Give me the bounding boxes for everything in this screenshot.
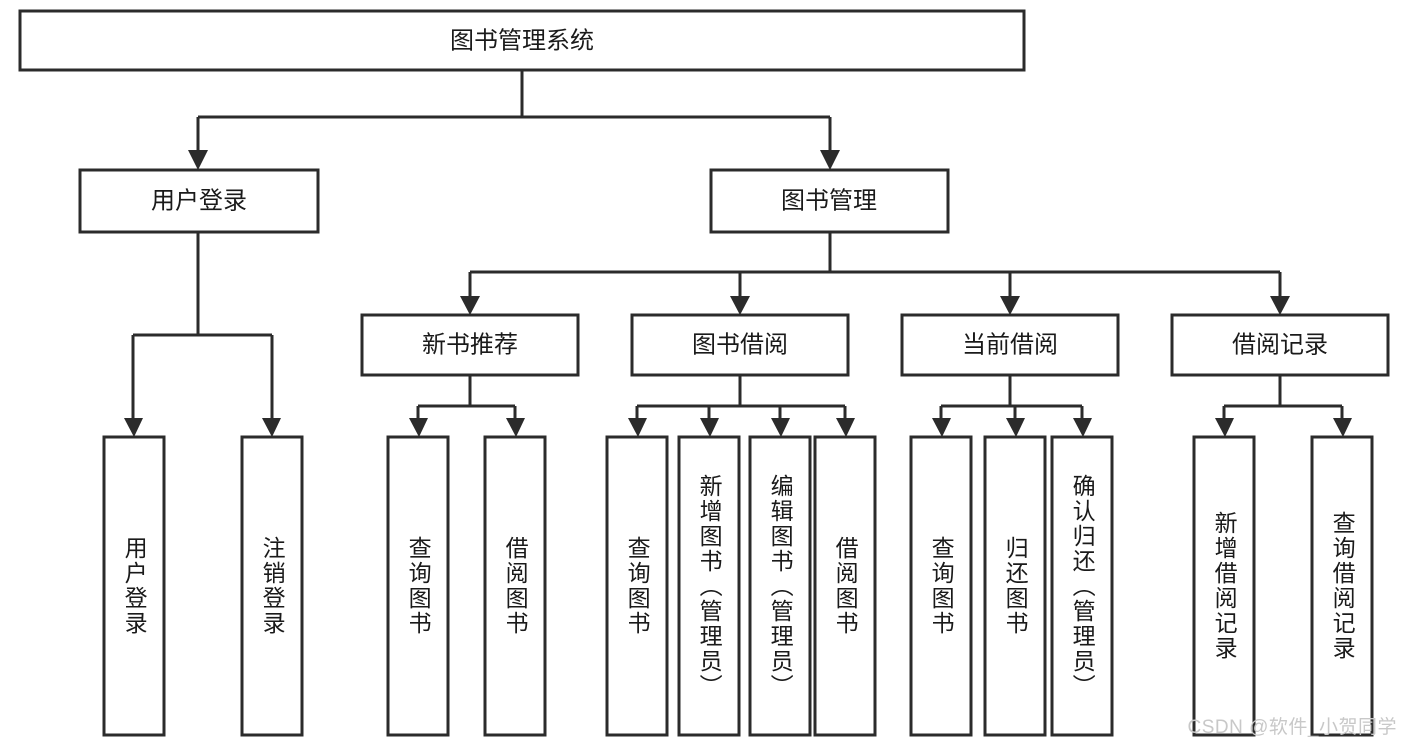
node-book-borrow-label: 图书借阅 <box>692 331 788 358</box>
arrow-head-leaf-borrow-book-1 <box>506 418 525 437</box>
connector-group-current-borrow <box>932 375 1092 437</box>
node-leaf-user-logout-box[interactable] <box>240 435 304 737</box>
node-leaf-query-book-1-box[interactable] <box>386 435 450 737</box>
node-current-borrow[interactable]: 当前借阅 <box>900 313 1120 377</box>
node-leaf-query-book-2-box[interactable] <box>605 435 669 737</box>
node-leaf-query-book-3-box[interactable] <box>909 435 973 737</box>
arrow-head-new-book-recommend <box>460 296 480 315</box>
node-root-box[interactable] <box>18 9 1026 72</box>
node-current-borrow-label: 当前借阅 <box>962 331 1058 358</box>
node-root-label: 图书管理系统 <box>450 27 594 54</box>
watermark: CSDN @软件_小贺同学 <box>1187 717 1397 738</box>
arrow-head-borrow-record <box>1270 296 1290 315</box>
leaf-node-group <box>102 435 1374 737</box>
arrow-head-leaf-return-book <box>1006 418 1025 437</box>
connector-group-user-login <box>124 232 281 437</box>
node-current-borrow-box[interactable] <box>900 313 1120 377</box>
arrow-head-leaf-user-logout <box>262 418 281 437</box>
node-leaf-add-book-box[interactable] <box>677 435 741 737</box>
node-user-login-box[interactable] <box>78 168 320 234</box>
node-book-borrow[interactable]: 图书借阅 <box>630 313 850 377</box>
node-new-book-recommend-label: 新书推荐 <box>422 331 518 358</box>
connector-group-root <box>188 70 840 170</box>
node-new-book-recommend[interactable]: 新书推荐 <box>360 313 580 377</box>
arrow-head-leaf-user-login <box>124 418 143 437</box>
node-leaf-borrow-book-1-box[interactable] <box>483 435 547 737</box>
node-leaf-query-record-box[interactable] <box>1310 435 1374 737</box>
arrow-head-leaf-borrow-book-2 <box>836 418 855 437</box>
node-user-login-label: 用户登录 <box>151 187 247 214</box>
node-leaf-edit-book-box[interactable] <box>748 435 812 737</box>
node-borrow-record[interactable]: 借阅记录 <box>1170 313 1390 377</box>
node-leaf-add-record-box[interactable] <box>1192 435 1256 737</box>
connector-group-book-borrow <box>628 375 855 437</box>
arrow-head-current-borrow <box>1000 296 1020 315</box>
arrow-head-leaf-edit-book <box>771 418 790 437</box>
connector-group-borrow-record <box>1215 375 1352 437</box>
arrow-head-leaf-add-book <box>700 418 719 437</box>
arrow-head-user-login <box>188 150 208 170</box>
arrow-head-leaf-query-book-1 <box>409 418 428 437</box>
arrow-head-book-manage <box>820 150 840 170</box>
node-leaf-return-book-box[interactable] <box>983 435 1047 737</box>
node-book-manage-label: 图书管理 <box>781 187 877 214</box>
arrow-head-leaf-confirm-return <box>1073 418 1092 437</box>
arrow-head-leaf-query-record <box>1333 418 1352 437</box>
node-book-manage[interactable]: 图书管理 <box>709 168 950 234</box>
node-new-book-recommend-box[interactable] <box>360 313 580 377</box>
node-book-manage-box[interactable] <box>709 168 950 234</box>
node-book-borrow-box[interactable] <box>630 313 850 377</box>
node-root[interactable]: 图书管理系统 <box>18 9 1026 72</box>
node-borrow-record-box[interactable] <box>1170 313 1390 377</box>
arrow-head-book-borrow <box>730 296 750 315</box>
arrow-head-leaf-query-book-3 <box>932 418 951 437</box>
node-leaf-confirm-return-box[interactable] <box>1050 435 1114 737</box>
node-leaf-borrow-book-2-box[interactable] <box>813 435 877 737</box>
arrow-head-leaf-query-book-2 <box>628 418 647 437</box>
arrow-head-leaf-add-record <box>1215 418 1234 437</box>
node-borrow-record-label: 借阅记录 <box>1232 331 1328 358</box>
node-user-login[interactable]: 用户登录 <box>78 168 320 234</box>
connector-group-new-book-recommend <box>409 375 525 437</box>
node-leaf-user-login-box[interactable] <box>102 435 166 737</box>
connector-group-book-manage <box>460 232 1290 315</box>
